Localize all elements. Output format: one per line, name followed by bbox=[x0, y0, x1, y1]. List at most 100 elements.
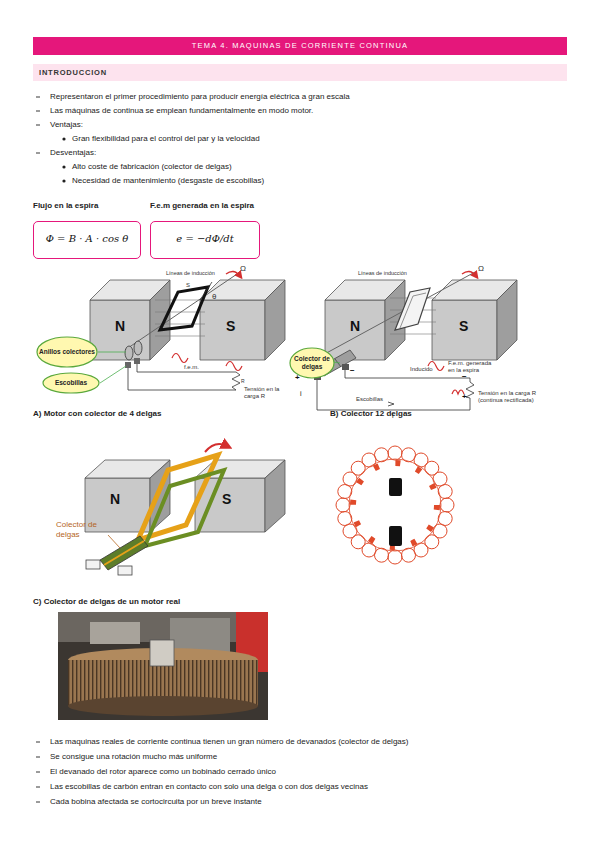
motor-four-segment bbox=[85, 444, 285, 575]
figure-label: Líneas de inducción bbox=[358, 270, 407, 277]
commutator-twelve-segment-part-part bbox=[414, 453, 428, 467]
figure-label: Inducido bbox=[410, 366, 433, 373]
motor-four-segment-part bbox=[86, 560, 100, 569]
commutator-twelve-segment-part-part bbox=[343, 472, 357, 486]
figure-label: S bbox=[459, 318, 468, 335]
generator-slip-rings-part bbox=[160, 287, 208, 330]
commutator-twelve-segment-part-part bbox=[438, 512, 452, 526]
commutator-twelve-segment-part-part bbox=[438, 485, 452, 499]
commutator-photo-part bbox=[58, 612, 268, 720]
figure-label: i bbox=[300, 390, 302, 398]
bullet-dashes-part bbox=[36, 802, 40, 803]
generator-slip-rings-part bbox=[172, 354, 188, 363]
summary-text: Las maquinas reales de corriente continu… bbox=[50, 737, 408, 747]
bubble-outline bbox=[37, 337, 97, 367]
intro-text: Gran flexibilidad para el control del pa… bbox=[72, 134, 260, 144]
figure-label: Líneas de inducción bbox=[166, 270, 215, 277]
generator-commutator-part bbox=[395, 288, 430, 330]
generator-slip-rings-part bbox=[125, 346, 133, 360]
bullet-dashes-part bbox=[36, 787, 40, 788]
generator-commutator-part bbox=[432, 300, 497, 360]
motor-four-segment-part bbox=[205, 444, 227, 452]
bullet-dots-part bbox=[62, 165, 65, 168]
page-title: TEMA 4. MAQUINAS DE CORRIENTE CONTINUA bbox=[33, 41, 567, 50]
generator-slip-rings-part bbox=[200, 300, 265, 360]
figure-label: S bbox=[222, 491, 231, 508]
generator-commutator-part bbox=[388, 402, 394, 406]
callout-text: Colector de delgas bbox=[292, 355, 332, 371]
generator-slip-rings-part bbox=[232, 372, 240, 390]
generator-commutator-part bbox=[310, 272, 475, 362]
bullet-dashes-part bbox=[36, 757, 40, 758]
commutator-twelve-segment-part-part bbox=[362, 543, 376, 557]
commutator-photo bbox=[58, 612, 268, 720]
commutator-twelve-segment-part-part bbox=[375, 448, 389, 462]
bullet-dots bbox=[62, 137, 65, 182]
commutator-twelve-segment-part-part bbox=[440, 498, 454, 512]
generator-slip-rings-part-part bbox=[155, 336, 205, 337]
intro-text: Las máquinas de continua se emplean fund… bbox=[50, 106, 313, 116]
formula-text: Φ = B · A · cos θ bbox=[34, 233, 140, 245]
generator-slip-rings-part bbox=[265, 280, 285, 360]
commutator-twelve-segment-part-part bbox=[338, 512, 352, 526]
generator-commutator bbox=[310, 271, 517, 410]
summary-text: Cada bobina afectada se cortocircuita po… bbox=[50, 797, 262, 807]
generator-slip-rings-part bbox=[226, 362, 242, 371]
commutator-twelve-segment-part bbox=[336, 446, 454, 564]
commutator-twelve-segment-part-part bbox=[388, 550, 402, 564]
commutator-twelve-segment-part-part bbox=[388, 446, 402, 460]
generator-slip-rings-part bbox=[100, 366, 126, 383]
generator-slip-rings-part bbox=[134, 341, 142, 355]
figure-label: Tensión en la carga R bbox=[244, 386, 290, 400]
commutator-twelve-segment-part-part bbox=[433, 524, 447, 538]
callout-bubble: Escobillas bbox=[42, 372, 100, 394]
bullet-dashes-part bbox=[36, 125, 40, 126]
bullet-dashes-part bbox=[36, 111, 40, 112]
intro-text: Alto coste de fabricación (colector de d… bbox=[72, 162, 232, 172]
formula-box: F.e.m generada en la espirae = −dΦ/dt bbox=[150, 201, 262, 259]
generator-slip-rings-part bbox=[125, 272, 240, 350]
motor-four-segment-part bbox=[138, 455, 218, 540]
figure-label: S bbox=[226, 318, 235, 335]
figure-label: + bbox=[462, 392, 467, 402]
commutator-photo-part bbox=[150, 640, 174, 666]
callout-bubble: Anillos colectores bbox=[36, 336, 98, 368]
motor-four-segment-part bbox=[104, 541, 144, 565]
bullet-dashes-part bbox=[36, 97, 40, 98]
commutator-twelve-segment-part bbox=[389, 526, 402, 546]
figure-caption: A) Motor con colector de 4 delgas bbox=[33, 409, 161, 419]
formula-heading: F.e.m generada en la espira bbox=[150, 201, 254, 211]
commutator-twelve-segment bbox=[336, 446, 454, 564]
figure-label: Ω bbox=[240, 264, 246, 274]
figure-label: − bbox=[350, 366, 355, 376]
generator-slip-rings-part bbox=[90, 300, 150, 360]
intro-text: Ventajas: bbox=[50, 120, 83, 130]
generator-commutator-part bbox=[342, 364, 349, 370]
generator-commutator-part bbox=[317, 380, 470, 410]
generator-commutator-part-part bbox=[390, 334, 436, 335]
section-heading: INTRODUCCION bbox=[39, 68, 107, 77]
summary-text: Las escobillas de carbón entran en conta… bbox=[50, 782, 368, 792]
figure-label: N bbox=[350, 318, 360, 335]
generator-slip-rings-part bbox=[128, 368, 236, 390]
commutator-twelve-segment-part bbox=[353, 463, 437, 547]
motor-four-segment-part bbox=[265, 460, 285, 532]
generator-commutator-part bbox=[462, 271, 476, 276]
figure-label: Ω bbox=[478, 264, 484, 274]
commutator-twelve-segment-part bbox=[349, 459, 441, 551]
generator-slip-rings-part bbox=[125, 362, 131, 368]
bullet-dashes-part bbox=[36, 742, 40, 743]
generator-commutator-part bbox=[497, 280, 517, 360]
formula-box: Flujo en la espiraΦ = B · A · cos θ bbox=[33, 201, 143, 259]
commutator-photo-part bbox=[90, 622, 140, 644]
commutator-photo-part bbox=[68, 696, 258, 716]
commutator-twelve-segment-part-part bbox=[338, 485, 352, 499]
intro-text: Necesidad de mantenimiento (desgaste de … bbox=[72, 176, 264, 186]
summary-text: Se consigue una rotación mucho más unifo… bbox=[50, 752, 217, 762]
commutator-twelve-segment-part bbox=[389, 478, 402, 496]
generator-slip-rings-part bbox=[137, 364, 236, 372]
figure-label: f.e.m. bbox=[184, 364, 199, 371]
figure-label: Tensión en la carga R (continua rectific… bbox=[478, 390, 546, 404]
